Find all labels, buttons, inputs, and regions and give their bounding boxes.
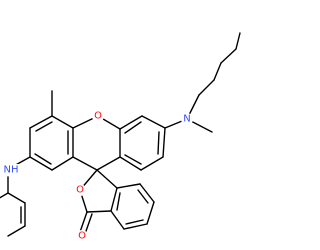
bond [34, 153, 52, 165]
atom-labels: O N NH O O [3, 110, 193, 242]
bond [141, 115, 166, 129]
bond [124, 121, 142, 134]
bond [137, 189, 149, 204]
bond [84, 213, 93, 235]
atom-o2-label: O [76, 185, 84, 196]
atom-o3: O [76, 230, 88, 242]
bond [124, 154, 142, 165]
bond [72, 156, 98, 171]
bond [7, 225, 26, 237]
bond [139, 183, 155, 203]
bond [35, 121, 53, 132]
bond [220, 48, 237, 64]
atom-o3-label: O [78, 231, 86, 242]
bond [123, 223, 148, 230]
bond [119, 156, 142, 171]
bond [157, 131, 160, 155]
bond [86, 210, 112, 213]
bond [213, 62, 222, 81]
bond [51, 156, 74, 171]
atom-n1: N [181, 113, 193, 125]
bond [198, 79, 215, 96]
bond [29, 156, 53, 171]
atom-o1-label: O [94, 111, 102, 122]
bond [235, 32, 241, 50]
bond [7, 192, 26, 204]
bonds [0, 32, 241, 237]
molecule-structure-drawing: O N NH O O [0, 32, 241, 242]
bond [162, 127, 166, 158]
bond [0, 192, 9, 199]
bond [116, 183, 141, 189]
bond [110, 187, 118, 212]
bond [96, 156, 121, 171]
bond [79, 211, 88, 233]
bond [110, 210, 125, 230]
atom-n1-label: N [183, 114, 190, 125]
bond [140, 156, 164, 171]
bond [96, 169, 118, 189]
atom-n2-label: NH [4, 165, 19, 176]
bond [119, 115, 143, 130]
atom-o2: O [74, 184, 86, 196]
bond [146, 201, 155, 225]
bond [29, 115, 53, 129]
atom-n2: NH [3, 164, 19, 176]
atom-o1: O [92, 110, 104, 122]
bond [116, 192, 121, 211]
bond [51, 115, 74, 129]
bond [125, 219, 144, 225]
